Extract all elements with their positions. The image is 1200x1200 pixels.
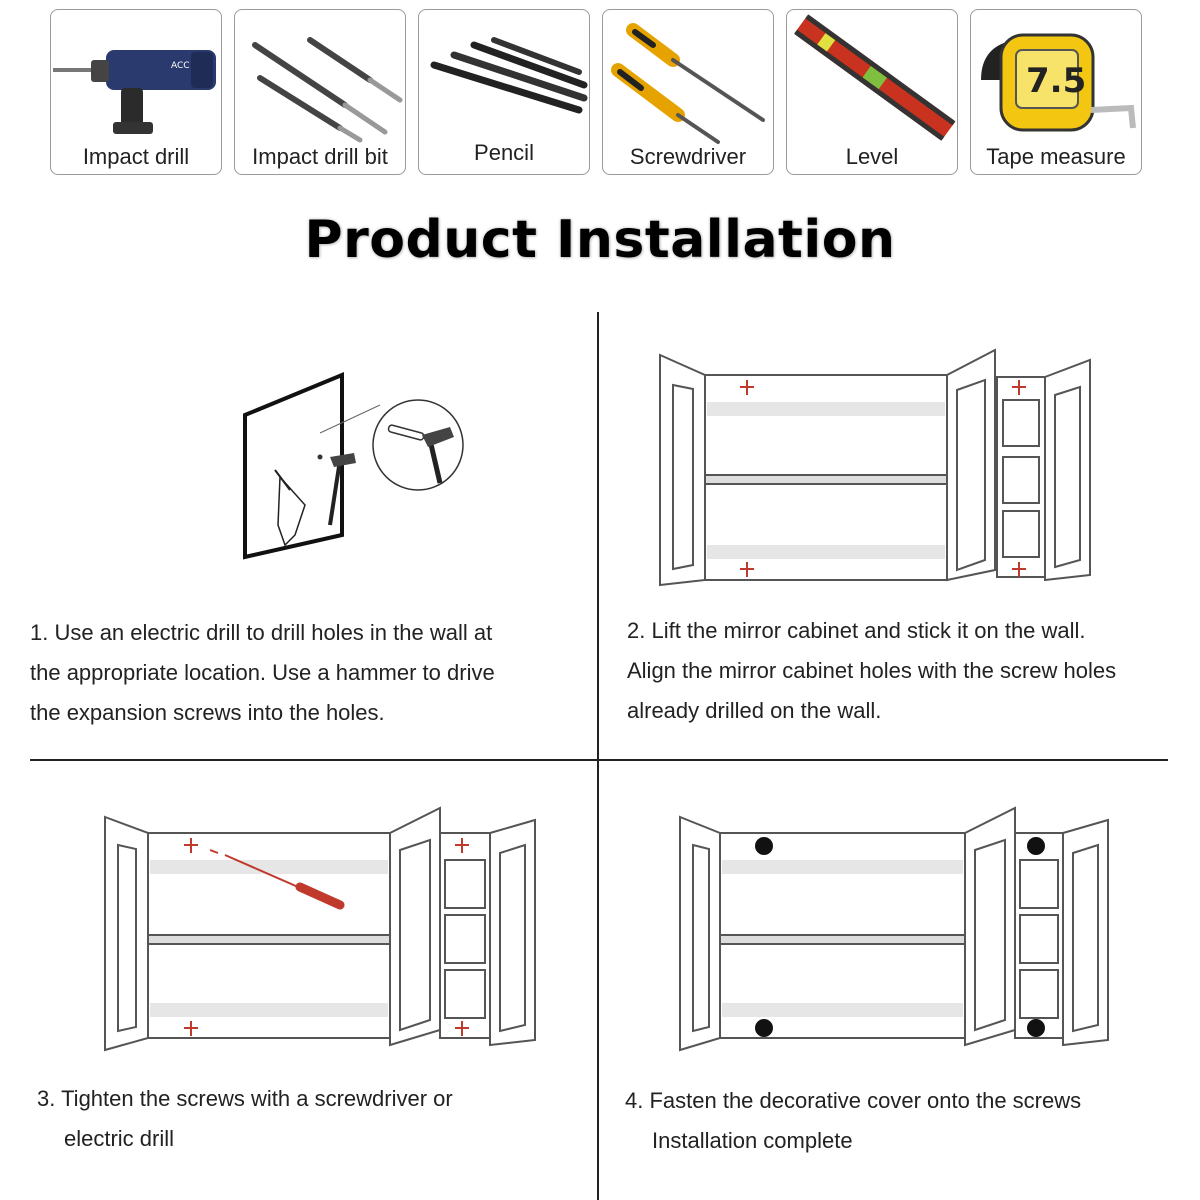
tool-card-level: Level (786, 9, 958, 175)
pencil-icon (430, 37, 588, 114)
step-1-line: the appropriate location. Use a hammer t… (30, 660, 495, 685)
step4-cabinet-illustration (679, 806, 1109, 1052)
screwdriver-icon (611, 23, 765, 144)
decorative-cover (755, 1019, 773, 1037)
page-title: Product Installation (304, 210, 896, 270)
step-4-line: Installation complete (652, 1128, 853, 1153)
step-4-line: 4. Fasten the decorative cover onto the … (625, 1088, 1082, 1113)
tool-card-tape-measure: 7.5 Tape measure (970, 9, 1142, 175)
step3-cabinet-illustration (104, 806, 536, 1052)
horizontal-divider (30, 759, 1168, 761)
tool-card-impact-drill: ACC Impact drill (50, 9, 222, 175)
step-2-line: Align the mirror cabinet holes with the … (627, 658, 1117, 683)
step-1-text: 1. Use an electric drill to drill holes … (30, 613, 590, 733)
step-1-line: the expansion screws into the holes. (30, 700, 385, 725)
tape-measure-icon: 7.5 (981, 33, 1136, 132)
tool-label: Tape measure (986, 144, 1126, 169)
tool-label: Impact drill (82, 144, 190, 169)
decorative-cover (1027, 1019, 1045, 1037)
tool-label: Pencil (474, 140, 534, 165)
step-2-line: 2. Lift the mirror cabinet and stick it … (627, 618, 1086, 643)
decorative-cover (755, 837, 773, 855)
impact-drill-icon: ACC (53, 50, 216, 134)
step-2-text: 2. Lift the mirror cabinet and stick it … (627, 611, 1192, 731)
step-2-line: already drilled on the wall. (627, 698, 882, 723)
tool-card-screwdriver: Screwdriver (602, 9, 774, 175)
tool-label: Screwdriver (629, 144, 747, 169)
tool-label: Impact drill bit (252, 144, 388, 169)
step2-cabinet-illustration (659, 348, 1091, 587)
decorative-cover (1027, 837, 1045, 855)
step-3-line: 3. Tighten the screws with a screwdriver… (37, 1086, 453, 1111)
step-4-text: 4. Fasten the decorative cover onto the … (625, 1081, 1185, 1161)
svg-text:7.5: 7.5 (1026, 61, 1086, 101)
step-1-line: 1. Use an electric drill to drill holes … (30, 620, 493, 645)
tool-card-pencil: Pencil (418, 9, 590, 175)
step-3-text: 3. Tighten the screws with a screwdriver… (37, 1079, 582, 1159)
tool-card-drill-bit: Impact drill bit (234, 9, 406, 175)
vertical-divider (597, 312, 599, 1200)
svg-text:ACC: ACC (171, 61, 190, 71)
tool-label: Level (845, 144, 899, 169)
drill-bit-icon (252, 37, 403, 143)
step1-illustration (243, 372, 464, 560)
step-3-line: electric drill (64, 1126, 175, 1151)
level-icon (794, 14, 956, 141)
